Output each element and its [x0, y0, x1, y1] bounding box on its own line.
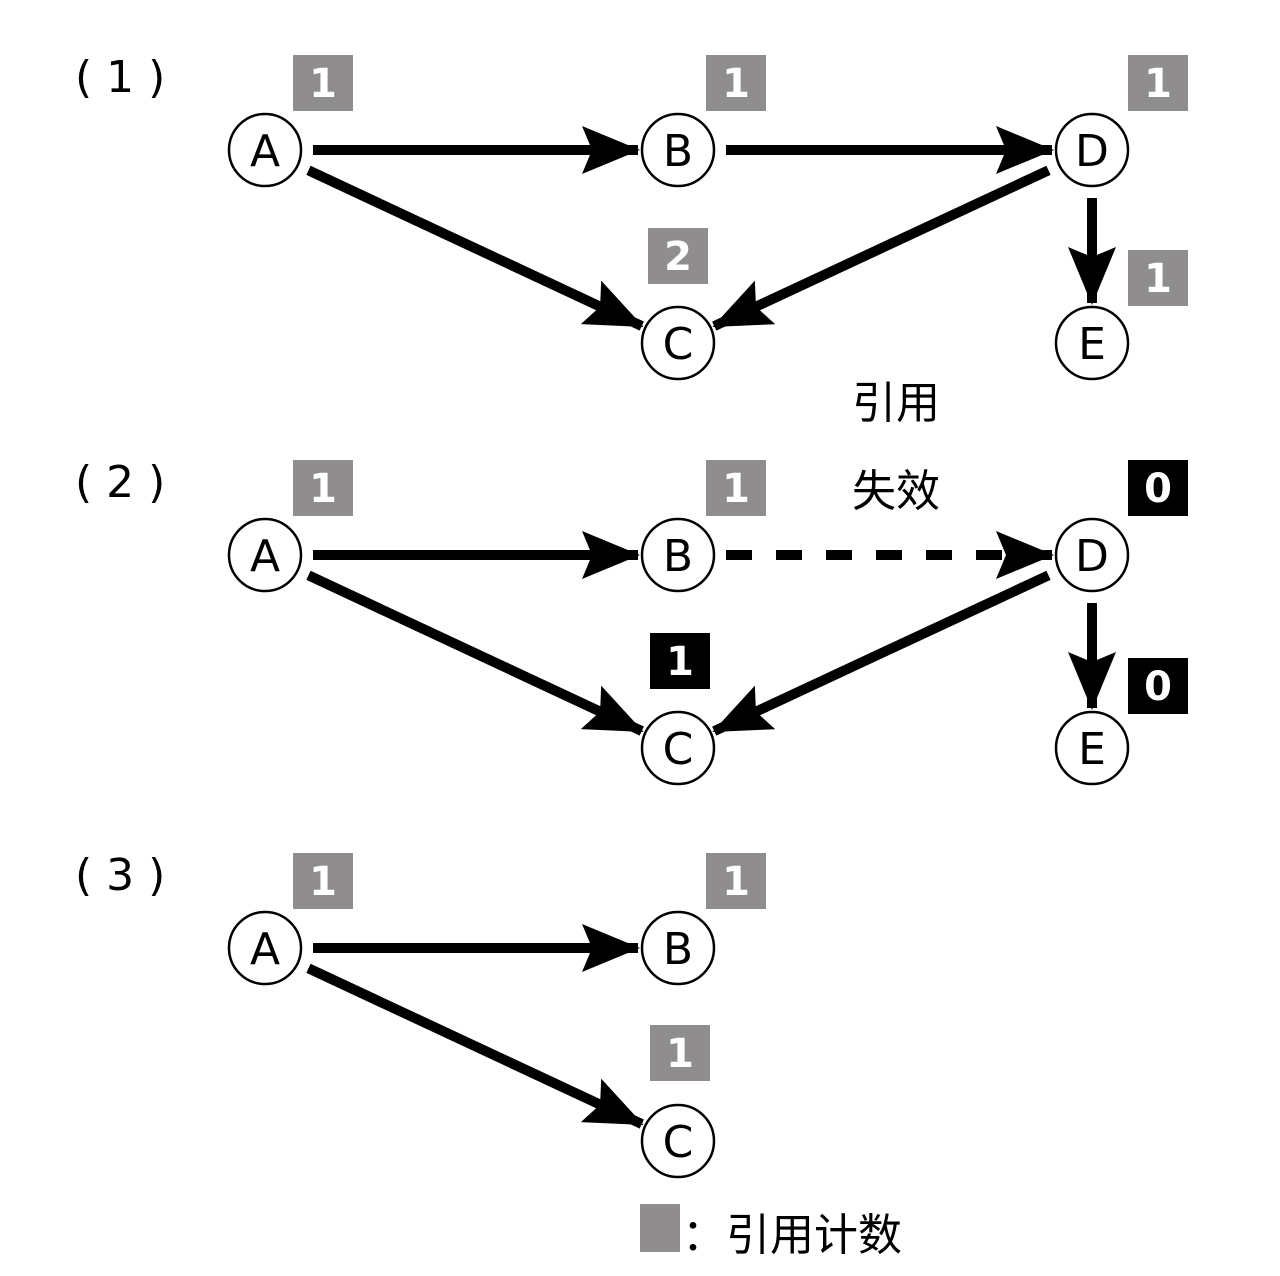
badge-count: 1: [666, 1031, 694, 1077]
node-label: A: [250, 126, 280, 177]
node-circle: [640, 910, 716, 986]
node-circle: [227, 910, 303, 986]
badge-background: [706, 55, 766, 111]
node-label: B: [663, 924, 693, 975]
node-label: B: [663, 531, 693, 582]
node-circle: [640, 710, 716, 786]
edge-a-to-c: [306, 963, 644, 1129]
badge-background: [293, 460, 353, 516]
node-label: B: [663, 126, 693, 177]
node-circle: [640, 112, 716, 188]
reference-count-badge: 1: [706, 460, 766, 516]
reference-count-badge: 0: [1128, 658, 1188, 714]
badge-background: [1128, 250, 1188, 306]
node-a: A1: [227, 55, 353, 188]
node-circle: [1054, 517, 1130, 593]
badge-background: [706, 853, 766, 909]
node-circle: [1054, 710, 1130, 786]
node-circle: [640, 1103, 716, 1179]
panel-label: ( 2 ): [75, 457, 165, 508]
node-label: E: [1078, 724, 1106, 775]
badge-background: [650, 633, 710, 689]
badge-count: 1: [309, 859, 337, 905]
node-label: C: [663, 319, 694, 370]
badge-count: 1: [309, 61, 337, 107]
badge-background: [1128, 55, 1188, 111]
invalid-reference-label-line1: 引用: [852, 378, 940, 429]
badge-count: 1: [1144, 256, 1172, 302]
badge-count: 1: [309, 466, 337, 512]
edge-d-to-c: [712, 570, 1051, 736]
badge-background: [706, 460, 766, 516]
node-d: D1: [1054, 55, 1188, 188]
node-c: C2: [640, 228, 716, 381]
badge-count: 1: [1144, 61, 1172, 107]
badge-count: 1: [722, 466, 750, 512]
node-label: C: [663, 1117, 694, 1168]
node-e: E0: [1054, 658, 1188, 786]
node-b: B1: [640, 460, 766, 593]
reference-count-badge: 1: [1128, 250, 1188, 306]
legend-label: ：引用计数: [682, 1210, 902, 1261]
reference-count-badge: 1: [706, 55, 766, 111]
node-circle: [1054, 305, 1130, 381]
node-d: D0: [1054, 460, 1188, 593]
node-label: E: [1078, 319, 1106, 370]
node-circle: [1054, 112, 1130, 188]
reference-count-badge: 1: [650, 633, 710, 689]
node-label: A: [250, 924, 280, 975]
node-c: C1: [640, 633, 716, 786]
invalid-reference-label-line2: 失效: [852, 466, 940, 517]
reference-count-badge: 0: [1128, 460, 1188, 516]
reference-count-badge: 1: [706, 853, 766, 909]
badge-background: [1128, 460, 1188, 516]
reference-count-badge: 2: [648, 228, 708, 284]
reference-count-badge: 1: [293, 460, 353, 516]
reference-count-badge: 1: [650, 1025, 710, 1081]
node-label: D: [1075, 126, 1109, 177]
node-label: A: [250, 531, 280, 582]
node-b: B1: [640, 853, 766, 986]
node-circle: [640, 305, 716, 381]
node-e: E1: [1054, 250, 1188, 381]
reference-count-badge: 1: [1128, 55, 1188, 111]
panel-label: ( 3 ): [75, 850, 165, 901]
badge-count: 1: [722, 859, 750, 905]
badge-background: [648, 228, 708, 284]
badge-background: [650, 1025, 710, 1081]
badge-background: [1128, 658, 1188, 714]
panel-label: ( 1 ): [75, 52, 165, 103]
node-c: C1: [640, 1025, 716, 1179]
badge-background: [293, 55, 353, 111]
node-label: D: [1075, 531, 1109, 582]
badge-count: 1: [722, 61, 750, 107]
badge-background: [293, 853, 353, 909]
edge-a-to-c: [306, 165, 644, 331]
badge-count: 0: [1144, 466, 1172, 512]
node-b: B1: [640, 55, 766, 188]
node-label: C: [663, 724, 694, 775]
badge-count: 2: [664, 234, 692, 280]
node-a: A1: [227, 853, 353, 986]
badge-count: 0: [1144, 664, 1172, 710]
node-circle: [227, 112, 303, 188]
edge-d-to-c: [712, 165, 1051, 331]
edge-a-to-c: [306, 570, 644, 736]
node-circle: [640, 517, 716, 593]
reference-count-badge: 1: [293, 853, 353, 909]
node-circle: [227, 517, 303, 593]
node-a: A1: [227, 460, 353, 593]
badge-count: 1: [666, 639, 694, 685]
reference-count-badge: 1: [293, 55, 353, 111]
legend: ：引用计数: [640, 1204, 902, 1261]
legend-swatch: [640, 1204, 680, 1252]
